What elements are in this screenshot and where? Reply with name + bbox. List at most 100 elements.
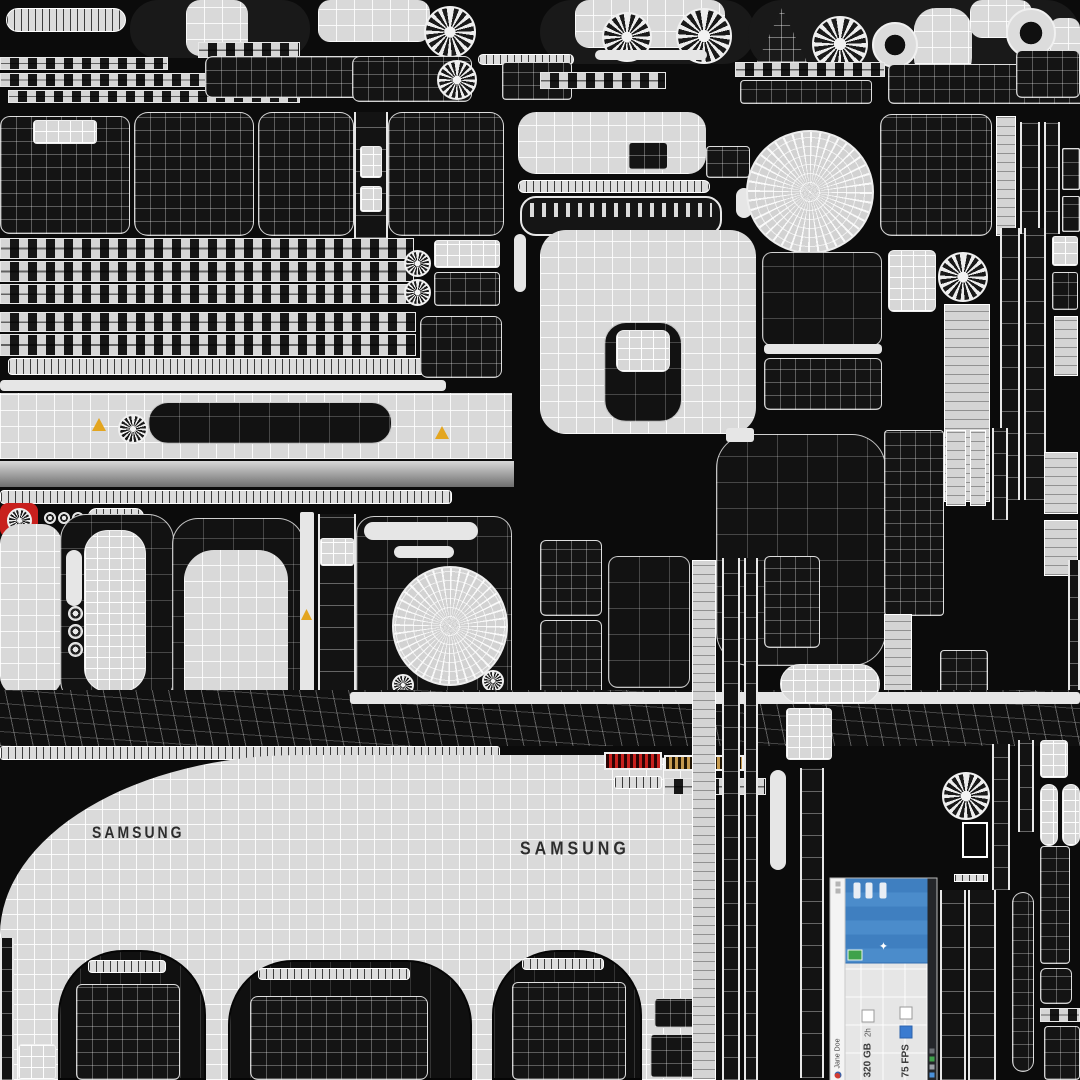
dark-panel [884, 430, 944, 616]
dark-panel [420, 316, 502, 378]
ladder-strip [946, 430, 966, 506]
window-icon [834, 888, 840, 893]
option-checkbox [860, 1008, 874, 1022]
vertical-strip [1018, 740, 1034, 832]
dark-panel [628, 142, 668, 170]
dark-panel [706, 146, 750, 178]
vertical-strip [992, 428, 1008, 520]
light-inset [616, 330, 670, 372]
stripe-bar [0, 334, 416, 356]
dark-capsule [1012, 892, 1034, 1072]
ladder-strip [970, 430, 986, 506]
stripe-bar [0, 57, 168, 70]
wheel-island [424, 6, 476, 58]
ladder-strip [996, 116, 1016, 236]
user-avatar-icon [833, 1071, 841, 1078]
light-inset [888, 250, 936, 312]
stripe-bar [0, 284, 412, 304]
fan-wheel [938, 252, 988, 302]
screen-titlebar: Jane Doe [830, 878, 845, 1080]
dark-panel [608, 556, 690, 688]
dark-panel [764, 556, 820, 648]
tick-bar [614, 776, 662, 789]
green-badge [847, 949, 862, 960]
selected-option-checkbox [898, 1024, 912, 1038]
outline-box [962, 822, 988, 858]
ring-island [872, 22, 918, 68]
tick-bar [8, 358, 448, 375]
vertical-strip [992, 744, 1010, 890]
stripe-bar [0, 238, 414, 259]
dark-panel [1016, 50, 1080, 98]
stat-fps: 75 FPS [899, 1043, 911, 1077]
settings-row: 320 GB 2h [848, 967, 886, 1077]
dark-panel [258, 112, 354, 236]
dark-panel [388, 112, 504, 236]
white-pill [514, 234, 526, 292]
dark-panel [134, 112, 254, 236]
dark-panel [1062, 148, 1080, 190]
screw-island [44, 512, 56, 524]
dark-panel [540, 620, 602, 700]
dark-panel [434, 272, 500, 306]
stripe-bar [540, 72, 666, 89]
tick-bar [954, 874, 988, 882]
dark-panel [540, 540, 602, 616]
door-panel [84, 530, 146, 692]
samsung-logo-left: SAMSUNG [92, 822, 185, 842]
wheel-island [482, 670, 504, 692]
screen-username: Jane Doe [833, 1038, 841, 1068]
vertical-strip [1044, 122, 1060, 234]
vertical-strip [744, 558, 758, 1080]
white-bar [595, 50, 707, 60]
dark-panel [1044, 1026, 1080, 1080]
white-bar [0, 380, 446, 391]
window-icon [834, 881, 840, 886]
light-inset [18, 1044, 56, 1080]
radial-disc [392, 566, 508, 686]
wheel-island [404, 250, 431, 277]
screen-settings-table: 320 GB 2h 75 FPS [845, 963, 927, 1080]
dark-panel [650, 1034, 696, 1078]
light-inset [786, 708, 832, 760]
light-inset [360, 186, 382, 212]
taskbar-icon [929, 1072, 934, 1077]
stat-time: 2h [862, 1027, 872, 1037]
fade-band [0, 461, 514, 487]
screen-ui: Jane Doe 320 GB 2h 75 FPS [829, 877, 937, 1080]
dark-panel [764, 358, 882, 410]
light-pill [1040, 784, 1058, 846]
light-inset [33, 120, 97, 144]
screw-island [68, 624, 83, 639]
screw-island [68, 642, 83, 657]
taskbar-icon [929, 1048, 934, 1053]
warning-triangle [301, 609, 312, 620]
light-capsule [780, 664, 880, 704]
wheel-island [437, 60, 477, 100]
ladder-strip [1054, 316, 1078, 376]
vertical-strip [1024, 228, 1046, 500]
radial-disc [746, 130, 874, 254]
tick-bar [522, 958, 604, 970]
stat-storage: 320 GB [861, 1042, 873, 1077]
dark-panel [762, 252, 882, 346]
screen-button [879, 882, 886, 898]
wheel-island [404, 279, 431, 306]
white-bar [764, 344, 882, 354]
light-pill [1062, 784, 1080, 846]
white-pill [770, 770, 786, 870]
dark-panel [880, 114, 992, 236]
tick-bar [518, 180, 710, 193]
plus-marker [726, 428, 754, 442]
dark-panel [740, 80, 872, 104]
vertical-strip [940, 890, 966, 1080]
tick-bar [258, 968, 410, 980]
settings-row: 75 FPS [886, 967, 924, 1077]
white-bar [364, 522, 478, 540]
tick-bar [0, 490, 452, 504]
vertical-strip [1068, 560, 1080, 730]
ladder-strip [1044, 452, 1078, 514]
dark-panel [205, 56, 375, 98]
dark-panel [512, 982, 626, 1080]
